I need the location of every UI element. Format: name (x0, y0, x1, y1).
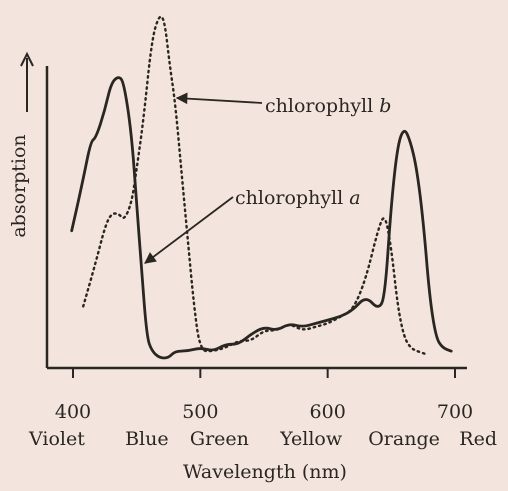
y-axis-arrow-head (20, 51, 34, 67)
x-tick-label: 600 (310, 401, 346, 423)
annotation-arrow (176, 97, 263, 104)
color-band-label: Yellow (279, 428, 343, 450)
y-axis-title: absorption (8, 134, 30, 237)
series-line-chlorophyll-b (82, 15, 429, 356)
series-layer (70, 15, 453, 360)
color-band-label: Red (459, 428, 497, 450)
color-band-label: Blue (125, 428, 169, 450)
labels-layer: Violet Blue Green Yellow Orange RedWavelength… (8, 51, 497, 483)
annotation-arrow (144, 196, 234, 264)
x-axis-title: Wavelength (nm) (183, 461, 347, 483)
x-tick-label: 700 (437, 401, 473, 423)
x-tick-label: 400 (55, 401, 91, 423)
annotation-label: chlorophyll b (265, 95, 391, 117)
series-line-chlorophyll-a (70, 76, 453, 360)
color-band-label: Green (190, 428, 249, 450)
annotation-arrow-head (144, 252, 157, 264)
annotation-label: chlorophyll a (235, 187, 361, 209)
axes-layer: 400 500 600 700 (45, 66, 473, 423)
annotation-arrow-head (175, 92, 188, 105)
color-band-label: Violet (28, 428, 85, 450)
x-tick-label: 500 (182, 401, 218, 423)
color-band-label: Orange (368, 428, 440, 450)
